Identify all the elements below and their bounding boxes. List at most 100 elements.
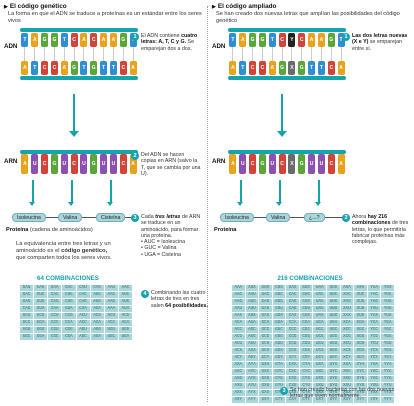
codon-cell: CXA <box>286 362 299 368</box>
codon-cell: CGC <box>48 334 62 340</box>
codon-cell: GUC <box>34 292 48 298</box>
combos-64-title: 64 COMBINACIONES <box>37 275 99 282</box>
step-3: 3 Cada tres letras de ARN se traduce en … <box>131 214 201 258</box>
dna-strand: TAATGCGCTACGATCGATATGCTA <box>20 28 138 86</box>
codon-cell: XXA <box>340 362 354 368</box>
codon-cell: CCG <box>62 313 76 319</box>
codon-cell: UCU <box>313 341 327 347</box>
hydrogen-bond <box>93 47 95 61</box>
codon-cell: UYA <box>327 362 340 368</box>
codon-cell: XGU <box>354 341 367 347</box>
codon-cell: CAG <box>286 299 299 305</box>
nucleotide-bottom: G <box>90 61 98 75</box>
nucleotide-top: C <box>298 33 306 47</box>
codon-cell: XXX <box>340 390 354 396</box>
codon-cell: GYG <box>272 376 286 382</box>
codon-cell: YXY <box>367 397 381 403</box>
codon-cell: AUA <box>90 306 104 312</box>
step-2: 2 Del ADN se hacen copias en ARN (salvo … <box>131 152 201 177</box>
codon-cell: GCY <box>259 355 272 361</box>
nucleotide-top: G <box>50 33 58 47</box>
codon-cell: CYC <box>299 369 313 375</box>
codon-cell: UAC <box>313 292 327 298</box>
codon-cell: AXC <box>232 369 245 375</box>
step-2: 2 Ahora hay 216 combinaciones de tres le… <box>342 214 412 245</box>
codon-cell: YUC <box>381 292 394 298</box>
codon-cell: GYC <box>272 369 286 375</box>
codon-cell: UUG <box>327 299 340 305</box>
arrow-codon-1 <box>237 180 243 206</box>
rna-nucleotide: G <box>50 154 58 174</box>
codon-cell: AUG <box>245 299 259 305</box>
codon-cell: CCA <box>286 320 299 326</box>
codon-cell: UUX <box>327 313 340 319</box>
codon-cell: AAG <box>104 285 118 291</box>
codon-cell: GAU <box>20 285 34 291</box>
codon-cell: UXX <box>313 390 327 396</box>
codon-cell: CGG <box>62 327 76 333</box>
codon-cell: GAU <box>259 306 272 312</box>
codon-cell: UGC <box>327 327 340 333</box>
codon-cell: YYY <box>381 397 394 403</box>
codon-cell: AAG <box>232 299 245 305</box>
nucleotide-top: T <box>268 33 276 47</box>
codon-cell: CCY <box>286 355 299 361</box>
codon-cell: ACC <box>232 327 245 333</box>
codon-cell: XAU <box>340 306 354 312</box>
codon-cell: GUA <box>34 306 48 312</box>
codon-cell: CXC <box>286 369 299 375</box>
codon-cell: UAX <box>313 313 327 319</box>
hydrogen-bond <box>330 47 332 61</box>
codon-cell: GXU <box>259 383 272 389</box>
codon-cell: CGY <box>299 355 313 361</box>
codon-cell: UXA <box>313 362 327 368</box>
codon-cell: XCA <box>340 320 354 326</box>
codon-cell: CAC <box>286 292 299 298</box>
nucleotide-bottom: C <box>41 61 49 75</box>
codon-cell: AXA <box>232 362 245 368</box>
codon-cell: GUA <box>62 306 76 312</box>
codon-cell: GGU <box>20 327 34 333</box>
codon-cell: AYA <box>245 362 259 368</box>
codon-cell: AXG <box>232 376 245 382</box>
dna-backbone-bottom <box>228 76 346 80</box>
codon-cell: AUX <box>245 285 259 291</box>
codon-cell: YXA <box>367 362 381 368</box>
codon-cell: CYY <box>299 397 313 403</box>
codon-cell: YXX <box>367 390 381 396</box>
arrow-dna-to-rna <box>277 94 287 137</box>
adn-label: ADN <box>212 43 226 50</box>
codon-cell: AYX <box>245 390 259 396</box>
amino-acid-unknown: ¿...? <box>304 213 325 222</box>
codon-cell: CAC <box>76 292 90 298</box>
codon-cell: UGY <box>327 355 340 361</box>
codon-cell: CCU <box>286 341 299 347</box>
triangle-icon: ▶ <box>212 4 216 10</box>
codon-cell: CAU <box>286 306 299 312</box>
genetic-code-note: La equivalencia entre tres letras y un a… <box>16 241 112 262</box>
codon-cell: GGA <box>272 320 286 326</box>
codon-cell: UXG <box>313 376 327 382</box>
codon-cell: UGG <box>327 334 340 340</box>
nucleotide-top: G <box>41 33 49 47</box>
nucleotide-bottom: G <box>278 61 286 75</box>
hydrogen-bond <box>291 47 293 61</box>
codon-cell: CYU <box>299 383 313 389</box>
codon-cell: GGY <box>272 355 286 361</box>
codon-cell: UGX <box>327 348 340 354</box>
codon-cell: YCX <box>367 348 381 354</box>
codon-cell: ACU <box>76 313 90 319</box>
codon-cell: CCG <box>286 334 299 340</box>
nucleotide-bottom: C <box>119 61 127 75</box>
arrow-codon-1 <box>29 180 35 206</box>
codon-cell: GGC <box>20 334 34 340</box>
rna-backbone <box>228 150 346 154</box>
arrow-dna-to-rna <box>69 94 79 137</box>
